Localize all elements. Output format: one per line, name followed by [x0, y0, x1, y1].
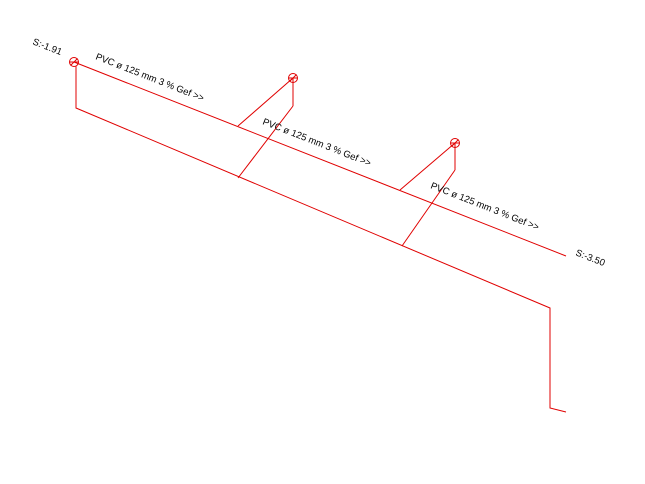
cleanout-marker-icon: [69, 57, 79, 67]
cleanout-marker-icon: [288, 73, 298, 83]
main-pipe-line: [73, 61, 567, 257]
segment-label-2: PVC ø 125 mm 3 % Gef >>: [261, 117, 373, 170]
end-elevation-label: S:-3.50: [574, 248, 607, 269]
branch-drop-1: [237, 105, 294, 179]
branch-drop-2: [401, 169, 456, 247]
segment-label-3: PVC ø 125 mm 3 % Gef >>: [429, 181, 541, 234]
cleanout-marker-icon: [450, 138, 460, 148]
start-elevation-label: S:-1.91: [31, 37, 64, 58]
segment-label-1: PVC ø 125 mm 3 % Gef >>: [94, 52, 206, 105]
branch-connection-1: [237, 77, 294, 127]
branch-connection-2: [399, 142, 456, 191]
lower-pipe-line: [75, 66, 567, 413]
